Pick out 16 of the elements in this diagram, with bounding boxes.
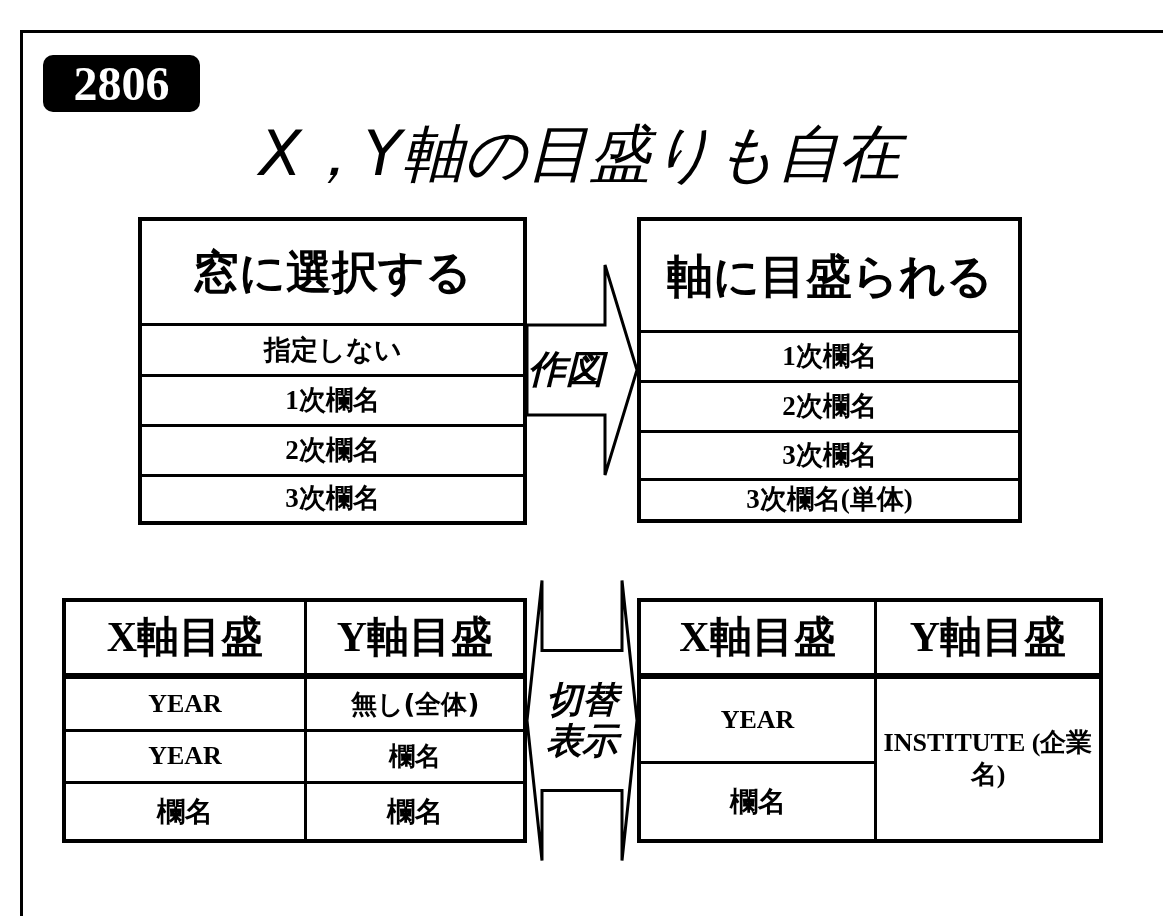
- edge-label: 切替表示: [542, 679, 622, 762]
- table: [138, 217, 527, 525]
- header-cell: Y軸目盛: [304, 602, 523, 676]
- table-cell: 欄名: [304, 729, 523, 781]
- table-cell: 無し(全体): [304, 676, 523, 729]
- table-cell: 欄名: [304, 781, 523, 839]
- table-heading: 窓に選択する: [192, 244, 473, 302]
- table: [637, 598, 1103, 843]
- number-badge: 2806: [43, 55, 200, 112]
- title: X，Y軸の目盛りも自在: [150, 112, 1010, 196]
- table: [637, 217, 1022, 523]
- table-heading: 軸に目盛られる: [665, 247, 994, 305]
- header-cell: Y軸目盛: [874, 602, 1099, 676]
- table-cell: INSTITUTE (企業名): [874, 676, 1099, 839]
- table: [62, 598, 527, 843]
- double-block-arrow: [525, 579, 639, 862]
